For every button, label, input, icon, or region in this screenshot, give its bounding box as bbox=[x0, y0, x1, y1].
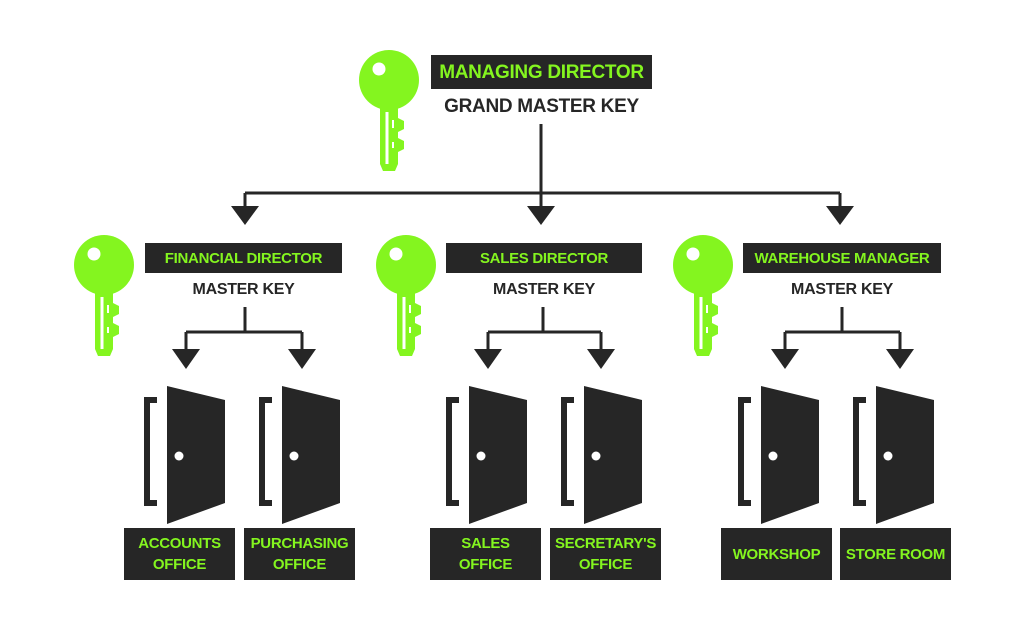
managing-director-label: MANAGING DIRECTOR bbox=[431, 55, 652, 89]
arrow-head bbox=[527, 206, 555, 225]
door-icon bbox=[147, 386, 225, 524]
connector-top bbox=[243, 124, 842, 207]
arrow-head bbox=[886, 349, 914, 369]
financial-director-label: FINANCIAL DIRECTOR bbox=[145, 243, 342, 273]
connector-warehouse bbox=[783, 307, 902, 350]
door-icon bbox=[449, 386, 527, 524]
grand-master-key-label: GRAND MASTER KEY bbox=[444, 96, 639, 117]
arrow-head bbox=[288, 349, 316, 369]
arrow-head bbox=[231, 206, 259, 225]
room-label-sales-office: SALES OFFICE bbox=[430, 528, 541, 580]
key-icon bbox=[671, 233, 735, 358]
connector-financial bbox=[184, 307, 304, 350]
door-icon bbox=[741, 386, 819, 524]
key-icon bbox=[72, 233, 136, 358]
room-label-store-room: STORE ROOM bbox=[840, 528, 951, 580]
sales-director-label: SALES DIRECTOR bbox=[446, 243, 642, 273]
arrow-head bbox=[172, 349, 200, 369]
arrow-head bbox=[771, 349, 799, 369]
door-icon bbox=[564, 386, 642, 524]
arrow-head bbox=[826, 206, 854, 225]
arrow-head bbox=[587, 349, 615, 369]
room-label-accounts-office: ACCOUNTS OFFICE bbox=[124, 528, 235, 580]
warehouse-manager-label: WAREHOUSE MANAGER bbox=[743, 243, 941, 273]
room-label-workshop: WORKSHOP bbox=[721, 528, 832, 580]
key-icon bbox=[357, 48, 421, 173]
financial-master-key-label: MASTER KEY bbox=[192, 281, 295, 298]
sales-master-key-label: MASTER KEY bbox=[493, 281, 595, 298]
door-icon bbox=[262, 386, 340, 524]
door-icon bbox=[856, 386, 934, 524]
connector-sales bbox=[486, 307, 603, 350]
room-label-purchasing-office: PURCHASING OFFICE bbox=[244, 528, 355, 580]
key-icon bbox=[374, 233, 438, 358]
room-label-secretarys-office: SECRETARY'S OFFICE bbox=[550, 528, 661, 580]
warehouse-master-key-label: MASTER KEY bbox=[791, 281, 893, 298]
arrow-head bbox=[474, 349, 502, 369]
